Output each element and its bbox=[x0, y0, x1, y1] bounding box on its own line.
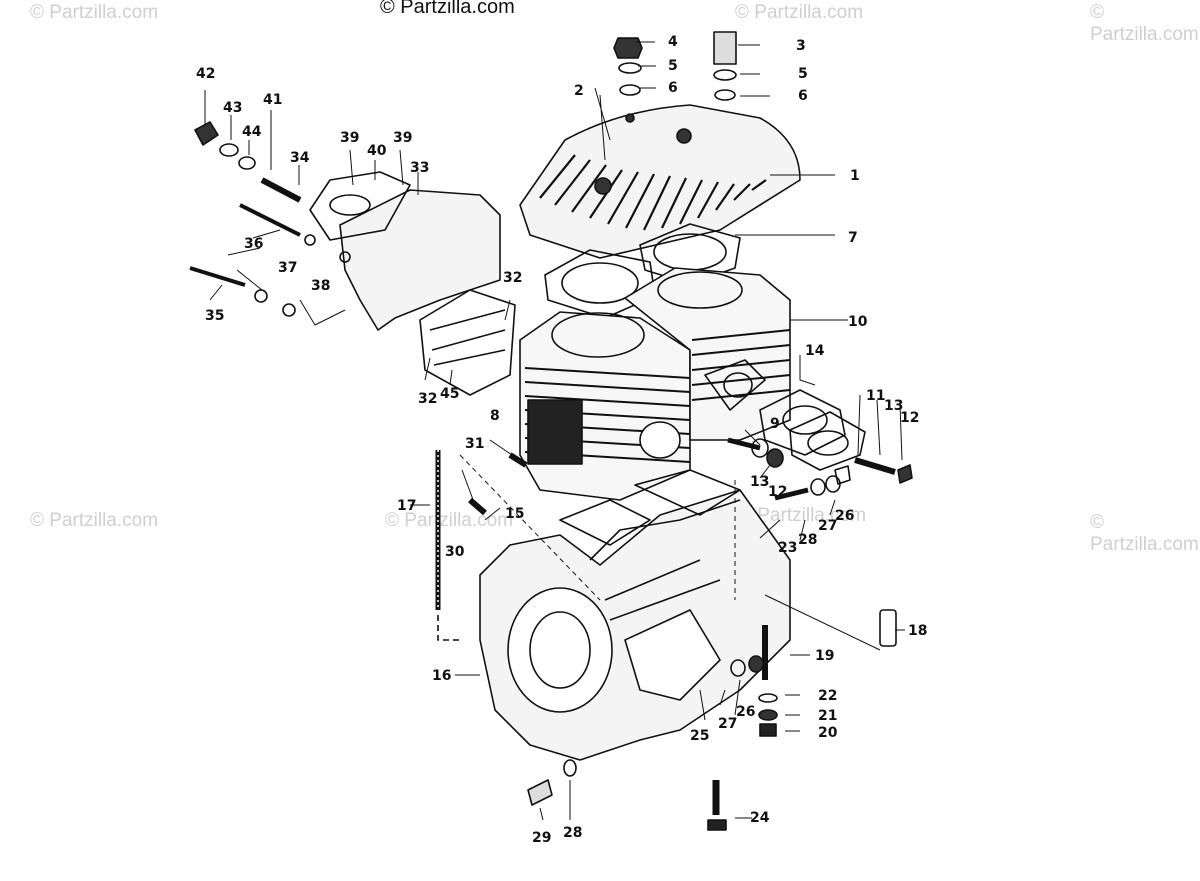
callout-39-left: 39 bbox=[340, 130, 359, 146]
watermark-mid-center: © Partzilla.com bbox=[385, 510, 514, 531]
callout-32-upper: 32 bbox=[503, 270, 522, 286]
callout-2: 2 bbox=[574, 83, 584, 99]
callout-28-upper: 28 bbox=[798, 532, 817, 548]
cylinder-block-part bbox=[519, 267, 791, 501]
callout-labels: 1 2 3 4 5 5 6 6 7 8 9 10 11 12 12 13 13 … bbox=[196, 34, 927, 846]
watermark-mid-right: © Partzilla.com bbox=[738, 505, 867, 526]
callout-22: 22 bbox=[818, 688, 837, 704]
callout-38: 38 bbox=[311, 278, 330, 294]
callout-17: 17 bbox=[397, 498, 416, 514]
callout-12-lower: 12 bbox=[768, 484, 787, 500]
callout-44: 44 bbox=[242, 124, 262, 140]
watermark-far-right: © Partzilla.com bbox=[1090, 512, 1199, 555]
callout-39-right: 39 bbox=[393, 130, 412, 146]
callout-6-left: 6 bbox=[668, 80, 678, 96]
callout-29: 29 bbox=[532, 830, 551, 846]
watermark-top-right: © Partzilla.com bbox=[1090, 2, 1199, 45]
callout-20: 20 bbox=[818, 725, 838, 741]
callout-43: 43 bbox=[223, 100, 242, 116]
callout-1: 1 bbox=[850, 168, 860, 184]
callout-37: 37 bbox=[278, 260, 297, 276]
callout-12-upper: 12 bbox=[900, 410, 919, 426]
callout-26-lower: 26 bbox=[736, 704, 755, 720]
callout-5-left: 5 bbox=[668, 58, 678, 74]
callout-35: 35 bbox=[205, 308, 224, 324]
callout-4: 4 bbox=[668, 34, 678, 50]
callout-8: 8 bbox=[490, 408, 500, 424]
callout-33: 33 bbox=[410, 160, 429, 176]
watermark-main: © Partzilla.com bbox=[380, 0, 515, 18]
head-gasket-part bbox=[544, 223, 741, 319]
callout-5-right: 5 bbox=[798, 66, 808, 82]
callout-23: 23 bbox=[778, 540, 797, 556]
callout-6-right: 6 bbox=[798, 88, 808, 104]
callout-3: 3 bbox=[796, 38, 806, 54]
callout-27-upper: 27 bbox=[818, 518, 837, 534]
leader-lines bbox=[204, 41, 905, 821]
callout-27-lower: 27 bbox=[718, 716, 737, 732]
callout-13-upper: 13 bbox=[884, 398, 903, 414]
callout-36: 36 bbox=[244, 236, 263, 252]
callout-7: 7 bbox=[848, 230, 858, 246]
watermark-top-mid: © Partzilla.com bbox=[735, 2, 864, 23]
cylinder-head-part bbox=[519, 104, 801, 259]
callout-32-lower: 32 bbox=[418, 391, 437, 407]
stud-parts bbox=[435, 450, 768, 815]
callout-21: 21 bbox=[818, 708, 837, 724]
callout-18: 18 bbox=[908, 623, 927, 639]
callout-25: 25 bbox=[690, 728, 709, 744]
callout-45: 45 bbox=[440, 386, 459, 402]
callout-19: 19 bbox=[815, 648, 834, 664]
callout-30: 30 bbox=[445, 544, 465, 560]
callout-10: 10 bbox=[848, 314, 868, 330]
callout-28-lower: 28 bbox=[563, 825, 582, 841]
callout-34: 34 bbox=[290, 150, 310, 166]
callout-42: 42 bbox=[196, 66, 215, 82]
callout-14: 14 bbox=[805, 343, 825, 359]
callout-15: 15 bbox=[505, 506, 524, 522]
fastener-parts bbox=[189, 31, 913, 831]
callout-24: 24 bbox=[750, 810, 770, 826]
manifold-part bbox=[309, 171, 516, 396]
callout-31: 31 bbox=[465, 436, 484, 452]
watermark-mid-left: © Partzilla.com bbox=[30, 510, 159, 531]
callout-26-upper: 26 bbox=[835, 508, 854, 524]
callout-16: 16 bbox=[432, 668, 451, 684]
callout-11: 11 bbox=[866, 388, 885, 404]
callout-9: 9 bbox=[770, 416, 780, 432]
callout-40: 40 bbox=[367, 143, 387, 159]
callout-41: 41 bbox=[263, 92, 282, 108]
callout-13-lower: 13 bbox=[750, 474, 769, 490]
watermark-top-left: © Partzilla.com bbox=[30, 2, 159, 23]
